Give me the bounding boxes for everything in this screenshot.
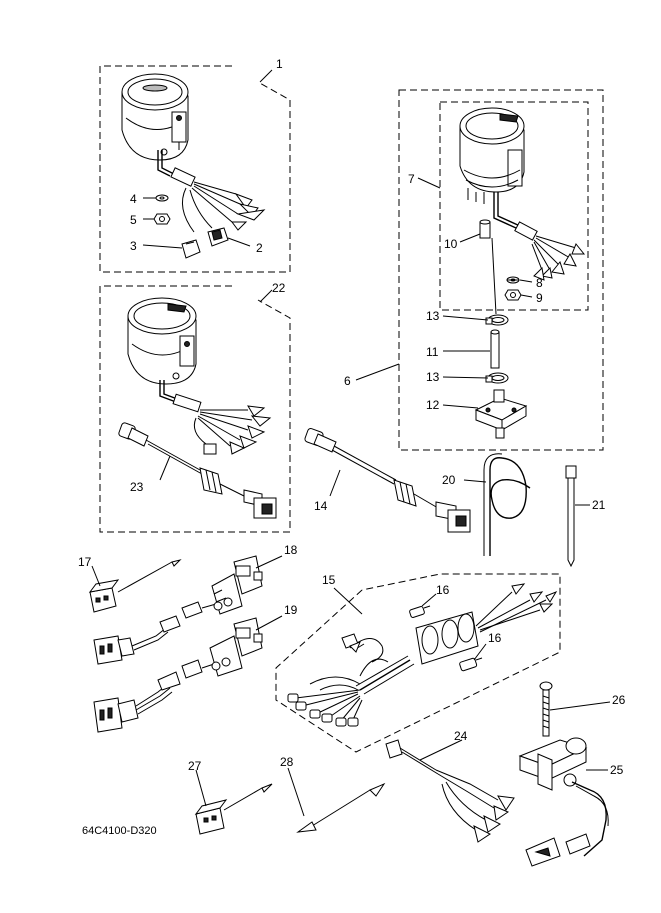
group-box-15: [275, 573, 561, 753]
terminal-16-upper: [409, 605, 431, 618]
sensor-25: [518, 737, 609, 867]
callout-13-upper: 13: [426, 309, 440, 323]
harness-18: [93, 555, 263, 665]
clamp-13-upper: [485, 314, 509, 326]
callout-18: 18: [284, 543, 298, 557]
callout-27: 27: [188, 759, 202, 773]
connector-cap-2: [207, 227, 229, 247]
nut-5: [153, 213, 171, 225]
callout-7: 7: [408, 172, 415, 186]
callout-11: 11: [426, 345, 439, 359]
cable-23: [118, 422, 277, 519]
clamp-13-lower: [485, 372, 509, 384]
tube-20: [483, 453, 531, 556]
gauge-22-harness: [159, 380, 272, 455]
drawing-reference-code: 64C4100-D320: [82, 825, 157, 837]
callout-3: 3: [130, 239, 137, 253]
hose-11: [490, 329, 500, 369]
sleeve-10: [479, 219, 491, 239]
screw-26: [539, 681, 553, 737]
callout-20: 20: [442, 473, 456, 487]
callout-1: 1: [276, 57, 283, 71]
callout-26: 26: [612, 693, 626, 707]
leader-lines: [91, 69, 611, 817]
callout-10: 10: [444, 237, 458, 251]
gauge-7-harness: [493, 192, 586, 281]
connector-17: [88, 559, 182, 613]
callout-22: 22: [272, 281, 286, 295]
callout-4: 4: [130, 192, 137, 206]
harness-15: [287, 583, 558, 727]
cable-14: [304, 428, 471, 533]
callout-6: 6: [344, 374, 351, 388]
fitting-12: [474, 389, 528, 439]
gauge-meter-22: [127, 297, 197, 385]
group-box-6: [398, 89, 604, 451]
gauge-meter-7: [459, 107, 525, 204]
callout-5: 5: [130, 213, 137, 227]
callout-12: 12: [426, 398, 440, 412]
callout-24: 24: [454, 729, 468, 743]
harness-24: [385, 739, 515, 843]
callout-8: 8: [536, 276, 543, 290]
nut-9: [504, 289, 522, 301]
callout-19: 19: [284, 603, 298, 617]
harness-19: [93, 617, 263, 733]
callout-28: 28: [280, 755, 294, 769]
callout-9: 9: [536, 291, 543, 305]
washer-4: [155, 194, 169, 202]
cable-tie-21: [565, 465, 577, 568]
group-box-7: [439, 101, 589, 311]
callout-13-lower: 13: [426, 370, 440, 384]
callout-16-lower: 16: [488, 631, 502, 645]
gauge-1-harness: [157, 150, 266, 233]
callout-numbers: 1 2 3 4 5 6 7 8 9 10 11 12 13 13 14 15 1…: [78, 57, 626, 777]
washer-8: [506, 276, 520, 284]
callout-2: 2: [256, 241, 263, 255]
callout-17: 17: [78, 555, 92, 569]
callout-15: 15: [322, 573, 336, 587]
wire-28: [296, 782, 386, 833]
callout-14: 14: [314, 499, 328, 513]
connector-27: [194, 783, 273, 835]
terminal-16-lower: [459, 657, 483, 672]
callout-21: 21: [592, 498, 606, 512]
gauge-meter-1: [121, 73, 189, 161]
callout-25: 25: [610, 763, 624, 777]
connector-cap-3: [181, 239, 201, 259]
callout-16-upper: 16: [436, 583, 450, 597]
callout-23: 23: [130, 480, 144, 494]
group-box-1: [99, 65, 291, 273]
pipe-connection: [491, 237, 497, 315]
group-box-22: [99, 285, 291, 533]
